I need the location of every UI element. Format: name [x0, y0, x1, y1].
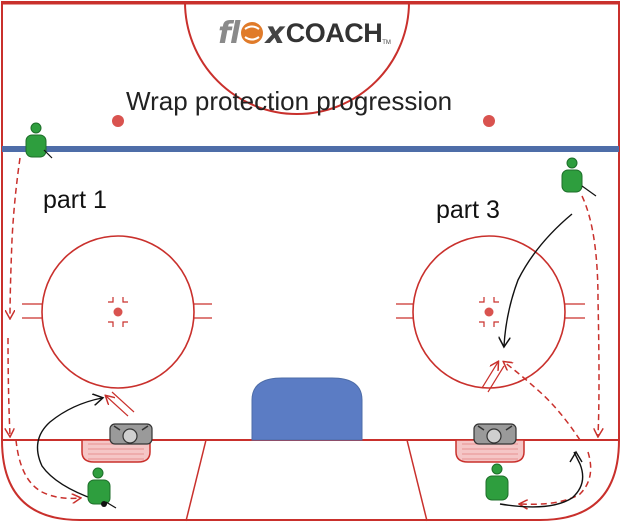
drill-title: Wrap protection progression [126, 86, 453, 116]
skate-path-right-1 [581, 195, 599, 436]
blue-line [2, 146, 619, 152]
pass-right [481, 362, 498, 389]
goal-net-icon-right [455, 439, 525, 463]
neutral-dot-left [112, 115, 124, 127]
flexcoach-logo: fl x COACH TM [218, 14, 391, 52]
player-icon-right-top [561, 157, 597, 197]
skate-black-left [36, 398, 103, 501]
faceoff-circle-left [22, 235, 212, 389]
skate-path-left-3 [15, 439, 80, 498]
label-part-3: part 3 [436, 196, 500, 224]
goalie-left [109, 423, 153, 445]
goalie-right [473, 423, 517, 445]
player-icon-left-top [25, 122, 53, 159]
skate-black-right-bottom [499, 451, 584, 508]
logo-tm: TM [382, 40, 391, 46]
center-circle [184, 1, 410, 115]
logo-part-b: COACH [285, 17, 383, 48]
skate-path-right-3 [520, 451, 592, 504]
label-part-1: part 1 [43, 186, 107, 214]
neutral-dot-right [483, 115, 495, 127]
logo-x-mark: x [265, 15, 284, 51]
logo-puck-icon [241, 22, 264, 44]
skate-path-right-2 [504, 362, 581, 441]
faceoff-circle-right [396, 235, 585, 389]
player-icon-right-bottom [485, 463, 509, 501]
pass-left [106, 396, 129, 417]
player-icon-left-bottom [87, 467, 117, 509]
skate-path-left-1 [10, 157, 21, 318]
skate-black-right-top [504, 213, 573, 346]
skate-path-left-2 [8, 337, 10, 436]
logo-part-a: fl [218, 15, 240, 51]
goal-crease [251, 377, 363, 441]
trapezoid-left [185, 439, 207, 522]
trapezoid-right [406, 439, 428, 522]
